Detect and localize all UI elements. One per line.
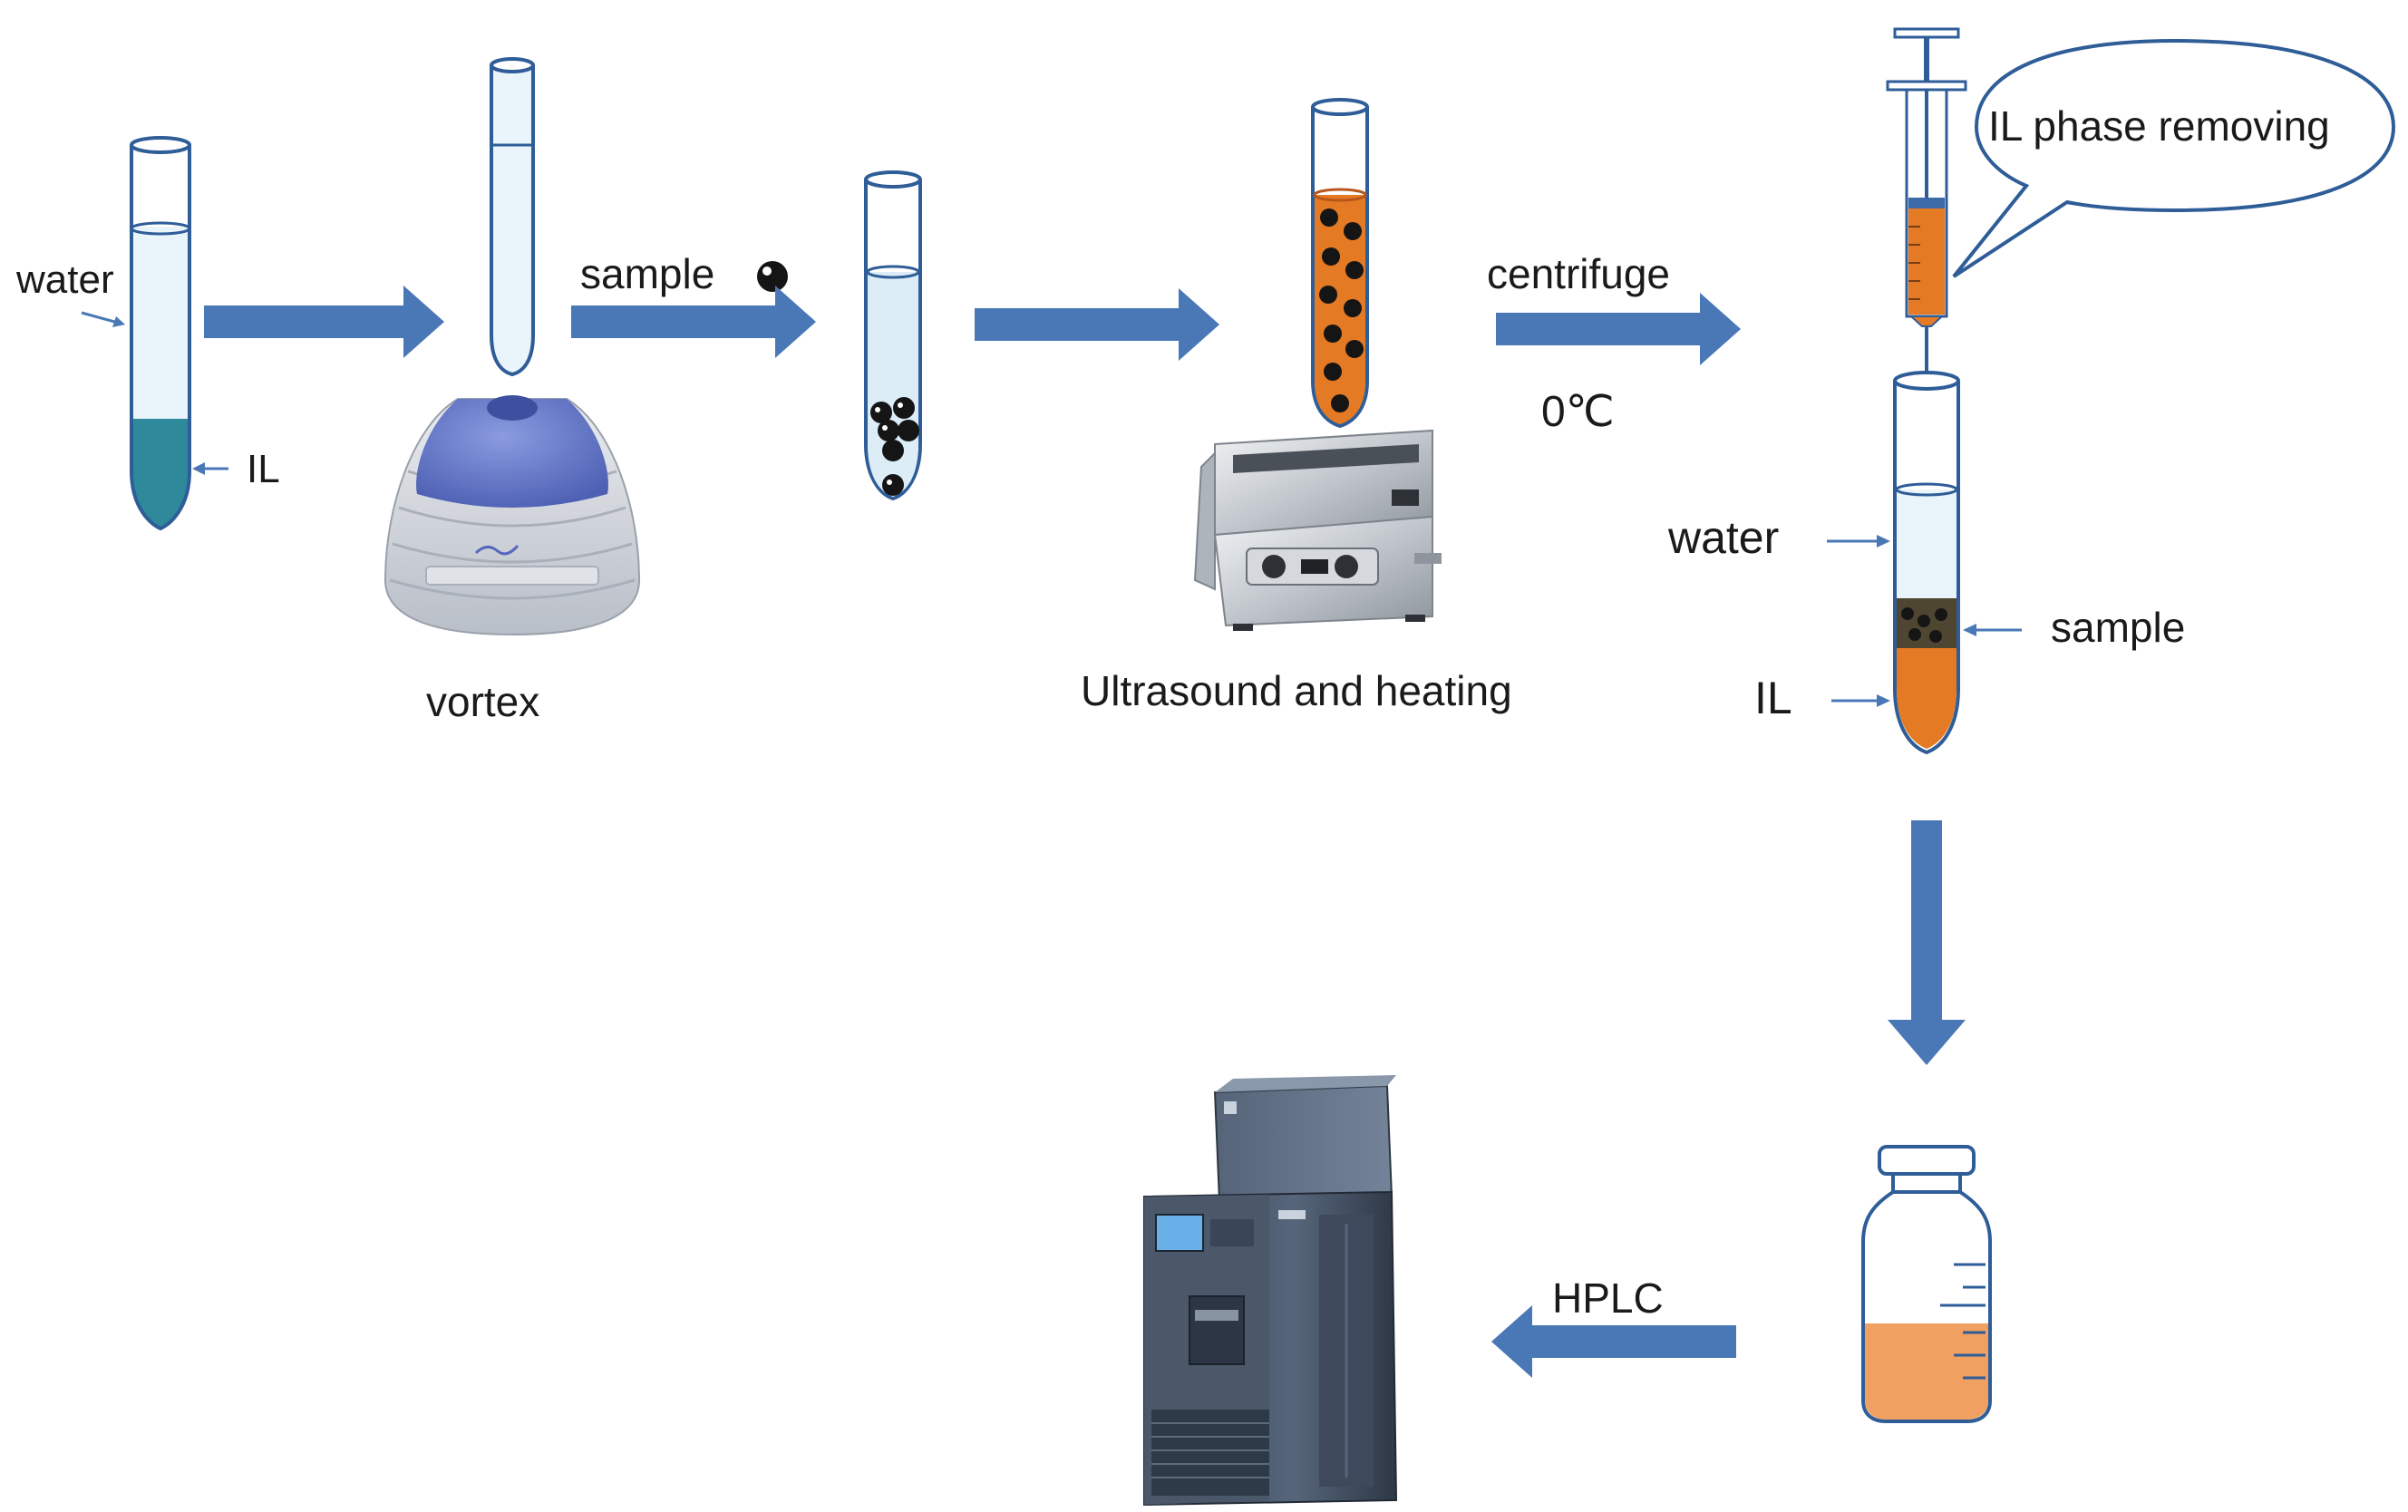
bath-knob-left-icon [1262,555,1286,578]
il-phase-removing-label: IL phase removing [1988,102,2330,150]
vial-orange-liquid [1865,1323,1988,1420]
flow-arrow-4 [1496,293,1741,365]
tube-1-ionic-liquid [131,419,189,528]
vortex-mixer-icon [384,395,641,636]
ultrasonic-bath-icon [1193,429,1442,631]
sample-particle-icon [757,261,788,292]
sample-vial-icon [1861,1145,1992,1423]
water-label-right: water [1667,512,1779,563]
il-label-right: IL [1754,673,1792,723]
tube-5-ionic-liquid [1897,648,1956,749]
temperature-label: 0℃ [1541,388,1615,436]
tube-1-liquid-water [131,227,189,419]
water-label-left: water [15,257,114,302]
syringe-icon [1886,27,1967,453]
tube-phase-separated [1893,371,1960,755]
il-pointer-arrow-right [1831,694,1890,707]
il-pointer-arrow-left [192,462,228,475]
sample-particles-tube-4 [1319,208,1364,412]
hplc-instrument-icon [1143,1075,1398,1507]
il-phase-removing-callout [1952,38,2396,278]
water-pointer-arrow-right [1827,535,1890,548]
bath-knob-right-icon [1335,555,1358,578]
flow-arrow-down [1888,820,1966,1065]
sample-particles-tube-3 [870,397,919,496]
flow-arrow-2 [571,286,816,358]
tube-1-outline [130,145,191,531]
centrifuge-label: centrifuge [1487,250,1670,297]
il-label-left: IL [247,447,280,491]
hplc-screen-icon [1155,1214,1204,1252]
ultrasound-heating-label: Ultrasound and heating [1081,667,1512,714]
vortex-tube [490,57,535,377]
sample-label-right: sample [2051,604,2185,651]
tube-water-il [130,136,191,531]
hplc-label: HPLC [1552,1275,1664,1322]
water-pointer-arrow-left [81,311,125,327]
sample-pointer-arrow-right [1963,624,2022,636]
flow-arrow-3 [975,288,1219,361]
sample-label-top: sample [580,250,714,297]
vortex-label: vortex [426,678,539,725]
flow-arrow-left [1491,1305,1736,1378]
flow-arrow-1 [204,286,444,358]
